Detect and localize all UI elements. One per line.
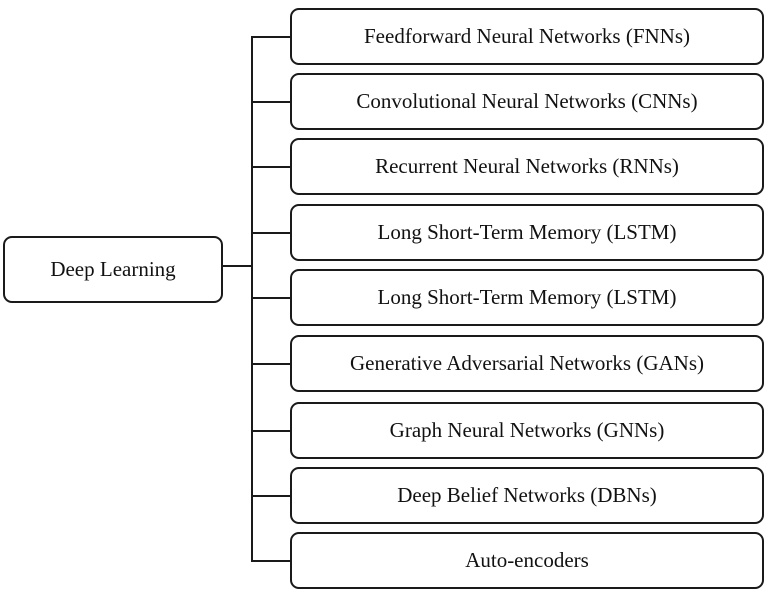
node-label: Auto-encoders xyxy=(465,548,589,572)
node-dbn: Deep Belief Networks (DBNs) xyxy=(290,467,764,524)
root-node-deep-learning: Deep Learning xyxy=(3,236,223,303)
branch-line xyxy=(251,297,290,299)
branch-line xyxy=(251,560,290,562)
node-cnn: Convolutional Neural Networks (CNNs) xyxy=(290,73,764,130)
node-rnn: Recurrent Neural Networks (RNNs) xyxy=(290,138,764,195)
node-fnn: Feedforward Neural Networks (FNNs) xyxy=(290,8,764,65)
branch-line xyxy=(251,166,290,168)
node-label: Recurrent Neural Networks (RNNs) xyxy=(375,154,679,178)
node-label: Graph Neural Networks (GNNs) xyxy=(389,418,665,442)
branch-line xyxy=(251,36,290,38)
node-autoencoders: Auto-encoders xyxy=(290,532,764,589)
node-label: Long Short-Term Memory (LSTM) xyxy=(377,285,677,309)
branch-line xyxy=(251,101,290,103)
node-gan: Generative Adversarial Networks (GANs) xyxy=(290,335,764,392)
node-label: Long Short-Term Memory (LSTM) xyxy=(377,220,677,244)
node-label: Convolutional Neural Networks (CNNs) xyxy=(356,89,698,113)
branch-line xyxy=(251,232,290,234)
node-label: Deep Belief Networks (DBNs) xyxy=(397,483,657,507)
node-lstm-2: Long Short-Term Memory (LSTM) xyxy=(290,269,764,326)
root-connector xyxy=(223,265,252,267)
branch-line xyxy=(251,430,290,432)
branch-line xyxy=(251,363,290,365)
node-gnn: Graph Neural Networks (GNNs) xyxy=(290,402,764,459)
node-lstm-1: Long Short-Term Memory (LSTM) xyxy=(290,204,764,261)
node-label: Feedforward Neural Networks (FNNs) xyxy=(364,24,690,48)
node-label: Generative Adversarial Networks (GANs) xyxy=(350,351,704,375)
root-node-label: Deep Learning xyxy=(50,257,176,281)
branch-line xyxy=(251,495,290,497)
